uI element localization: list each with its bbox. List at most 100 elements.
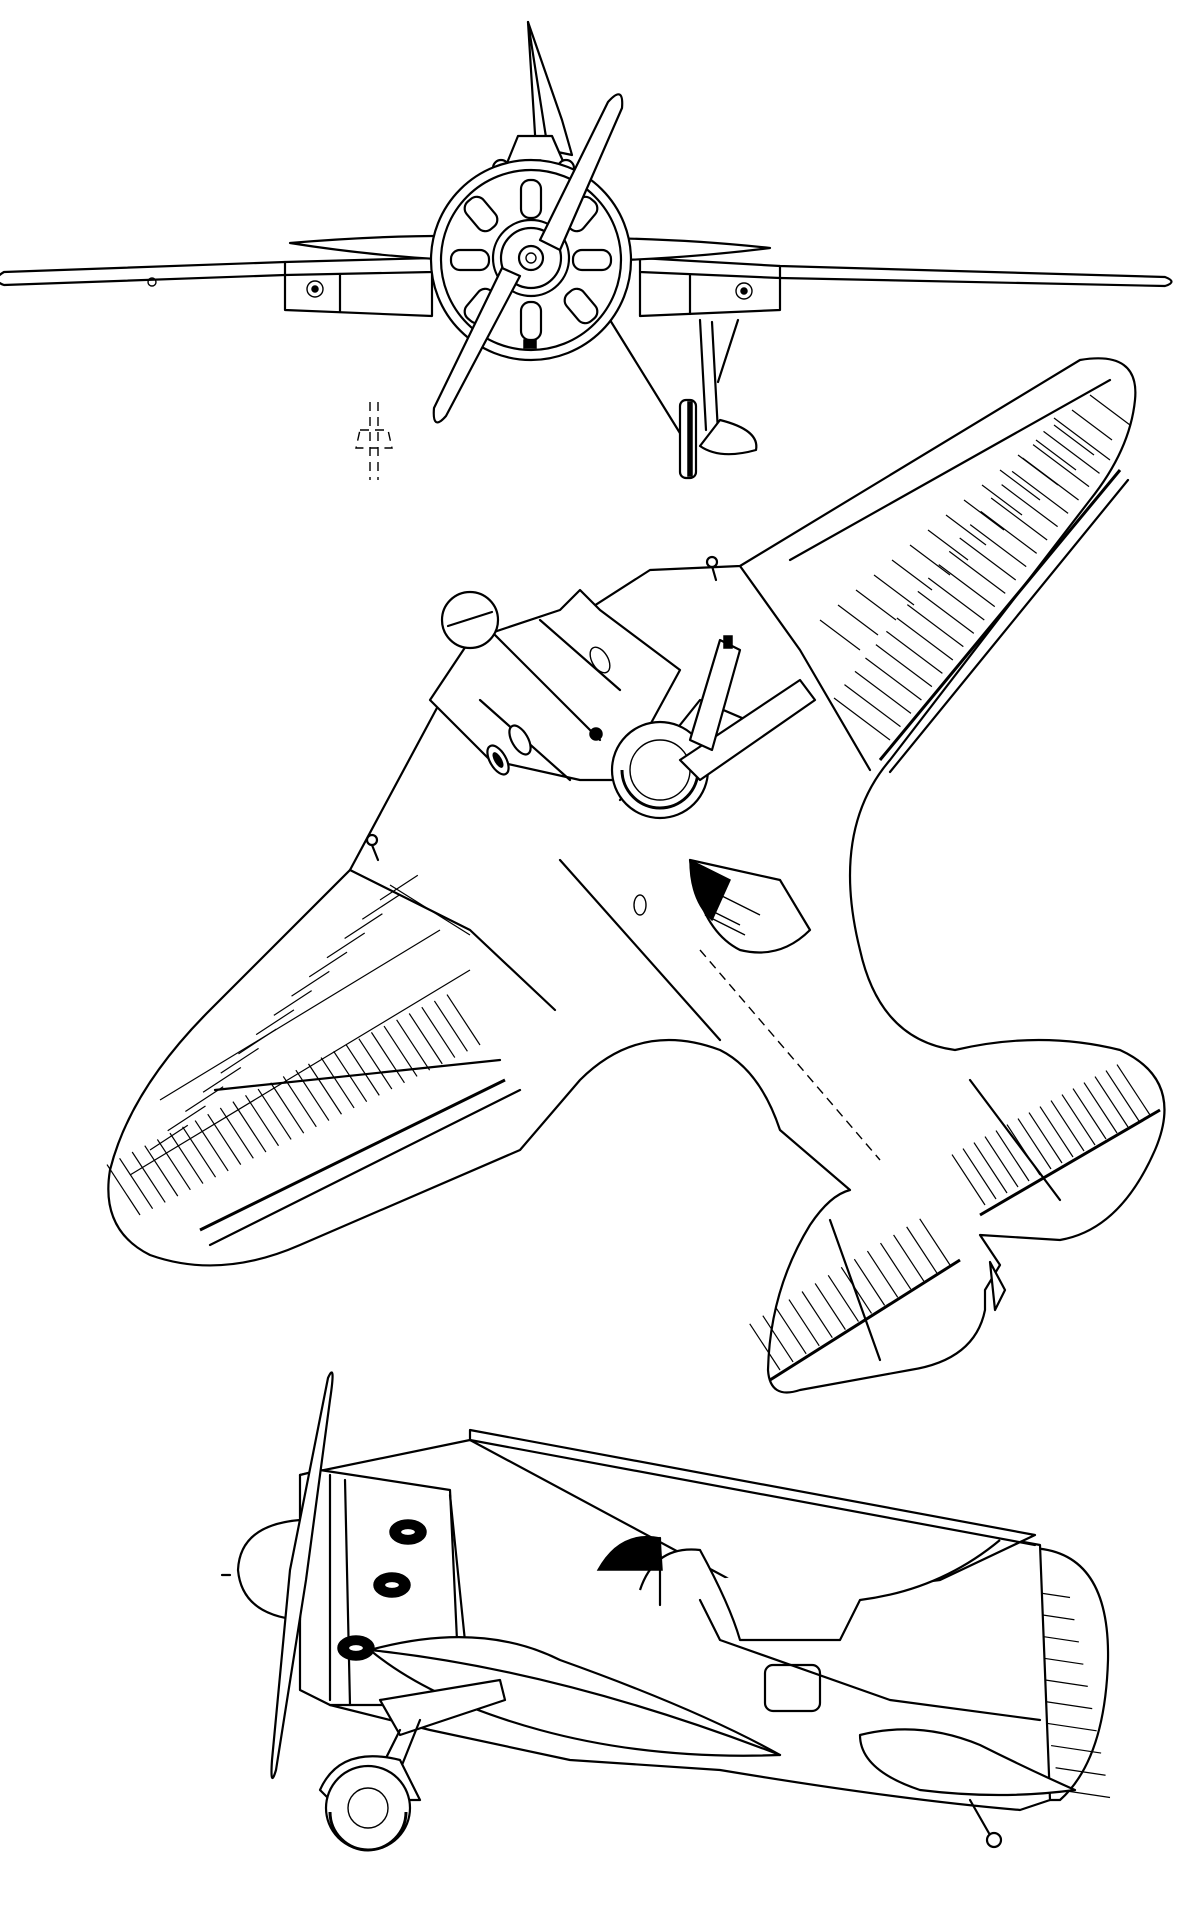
plan-left-ribs-line — [333, 1050, 368, 1102]
plan-left-ribs-line — [326, 932, 366, 959]
plan-tail-ribs-line — [919, 1218, 951, 1266]
side-exhaust-ports — [337, 1519, 427, 1661]
plan-left-ribs-line — [202, 1067, 242, 1093]
plan-left-ribs-line — [207, 1113, 242, 1165]
plan-right-ribs-line — [980, 510, 1038, 554]
plan-tail-ribs-line — [984, 1136, 1019, 1188]
front-propeller-blade-upper — [538, 93, 624, 252]
plan-tail-ribs-line — [749, 1323, 781, 1371]
plan-left-ribs-line — [232, 1101, 267, 1153]
side-tail-ribs-line — [1046, 1722, 1097, 1732]
plan-tail-ribs-line — [1061, 1094, 1096, 1146]
plan-right-ribs-line — [833, 697, 891, 741]
plan-tail-ribs-line — [906, 1226, 938, 1274]
plan-tail-ribs-line — [962, 1148, 997, 1200]
plan-left-ribs-line — [185, 1086, 224, 1113]
plan-right-ribs-line — [1053, 424, 1095, 456]
plan-tail-ribs-line — [1105, 1070, 1140, 1122]
plan-tail-ribs-line — [1083, 1082, 1118, 1134]
plan-right-ribs-line — [875, 644, 933, 688]
plan-left-ribs-line — [255, 1009, 295, 1036]
plan-left-ribs-line — [238, 1028, 277, 1055]
side-tail-ribs-line — [1051, 1744, 1102, 1754]
plan-right-ribs-line — [990, 497, 1048, 541]
plan-exhaust-ports — [486, 724, 532, 776]
plan-right-ribs-line — [981, 484, 1023, 516]
plan-right-ribs-line — [1035, 439, 1077, 471]
plan-left-ribs-line — [345, 1044, 380, 1096]
plan-tail-ribs-line — [995, 1130, 1030, 1182]
plan-left-ribs-line — [361, 893, 401, 920]
plan-right-ribs-line — [959, 537, 1017, 581]
plan-tail-ribs-line — [1039, 1106, 1074, 1158]
plan-left-wing-ribs — [129, 868, 557, 1247]
plan-tail-ribs-line — [1072, 1088, 1107, 1140]
plan-right-ribs-line — [891, 559, 933, 591]
plan-left-ribs-line — [295, 1069, 330, 1121]
plan-right-ribs-line — [865, 657, 922, 701]
side-tail-ribs-line — [1055, 1767, 1106, 1776]
side-horizontal-stab — [858, 1728, 1077, 1797]
plan-tail-ribs-line — [973, 1142, 1008, 1194]
plan-right-ribs-line — [873, 574, 915, 606]
plan-right-ribs-line — [963, 499, 1005, 531]
plan-right-ribs-line — [969, 524, 1027, 568]
plan-left-ribs-line — [257, 1088, 292, 1140]
side-tail-ribs-line — [1042, 1700, 1093, 1710]
plan-tail-ribs-line — [775, 1307, 807, 1355]
plan-left-ribs-line — [156, 1139, 191, 1191]
plan-right-ribs-line — [906, 604, 964, 648]
plan-right-ribs-line — [1032, 444, 1090, 488]
plan-left-ribs-line — [131, 1151, 166, 1203]
plan-right-ribs-line — [844, 684, 901, 728]
side-cockpit — [638, 1539, 1001, 1642]
plan-tail-ribs-line — [762, 1315, 794, 1363]
plan-right-ribs-line — [886, 630, 943, 674]
plan-left-ribs-line — [308, 951, 348, 978]
plan-left-ribs-line — [270, 1082, 305, 1134]
plan-right-ribs-line — [819, 619, 861, 651]
plan-left-ribs-line — [245, 1095, 280, 1147]
plan-gear-strut — [678, 678, 817, 782]
plan-right-ribs-line — [927, 577, 985, 621]
plan-right-ribs-line — [945, 514, 987, 546]
plan-right-ribs-line — [938, 564, 996, 608]
front-view — [0, 20, 1173, 480]
plan-left-ribs-line — [167, 1105, 206, 1132]
front-right-wing — [638, 256, 1173, 288]
plan-left-ribs-line — [421, 1006, 456, 1058]
plan-left-ribs-line — [307, 1063, 342, 1115]
plan-left-ribs-line — [358, 1038, 393, 1090]
plan-view — [106, 357, 1166, 1394]
plan-right-wing-ribs — [738, 378, 1130, 774]
plan-right-ribs-line — [1043, 430, 1100, 474]
plan-tail-ribs-line — [840, 1266, 873, 1314]
plan-left-ribs-line — [396, 1019, 431, 1071]
plan-left-ribs-line — [106, 1164, 141, 1216]
plan-tail-ribs-line — [951, 1154, 986, 1206]
plan-right-ribs-line — [1011, 470, 1069, 514]
plan-right-ribs-line — [1001, 484, 1058, 528]
side-spinner — [236, 1518, 302, 1622]
plan-left-ribs-line — [433, 1000, 468, 1052]
side-propeller — [270, 1371, 334, 1780]
plan-left-ribs-line — [219, 1107, 254, 1159]
plan-tail-ribs-line — [880, 1242, 912, 1290]
plan-left-ribs-line — [320, 1057, 355, 1109]
plan-left-ribs-line — [344, 913, 383, 939]
plan-left-ribs-line — [169, 1132, 204, 1184]
plan-left-ribs-line — [282, 1076, 317, 1128]
front-wheel-fairing — [698, 418, 758, 456]
side-gear-strut — [378, 1678, 507, 1737]
plan-right-ribs-line — [896, 617, 954, 661]
plan-right-ribs-line — [1053, 417, 1111, 461]
plan-tail-ribs-line — [788, 1299, 820, 1347]
plan-right-ribs-line — [1071, 409, 1113, 441]
plan-right-ribs-line — [948, 550, 1006, 594]
plan-left-ribs-line — [194, 1120, 229, 1172]
plan-left-ribs-line — [291, 970, 330, 997]
side-view — [220, 1371, 1111, 1852]
plan-fuselage-centerline — [699, 949, 881, 1161]
plan-right-ribs-line — [999, 469, 1041, 501]
plan-left-ribs-line — [383, 1025, 418, 1077]
